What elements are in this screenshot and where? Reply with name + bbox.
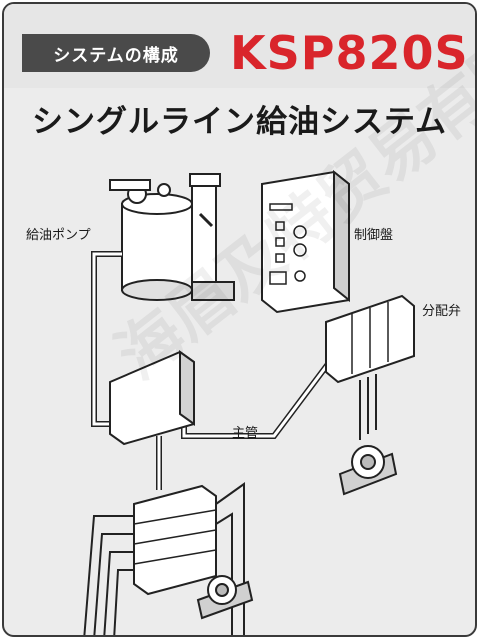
main-pipe <box>91 251 337 490</box>
model-number: KSP820S <box>230 26 469 80</box>
pump-label: 給油ポンプ <box>26 228 91 243</box>
lower-distributor-illustration <box>83 482 245 635</box>
distributor-valve-illustration <box>325 294 415 440</box>
bearing-illustration <box>338 445 398 496</box>
diagram-frame: システムの構成 KSP820S シングルライン給油システム <box>2 2 477 637</box>
junction-box-illustration <box>109 350 195 446</box>
system-diagram <box>83 169 415 635</box>
control-panel-illustration <box>261 169 350 314</box>
lower-bearing-illustration <box>196 575 254 620</box>
control-panel-label: 制御盤 <box>354 228 394 243</box>
section-label-badge: システムの構成 <box>22 34 210 72</box>
lubrication-pump-illustration <box>109 173 235 301</box>
distributor-label: 分配弁 <box>422 304 462 319</box>
main-pipe-label: 主管 <box>232 426 259 441</box>
page-title: シングルライン給油システム <box>31 104 448 140</box>
